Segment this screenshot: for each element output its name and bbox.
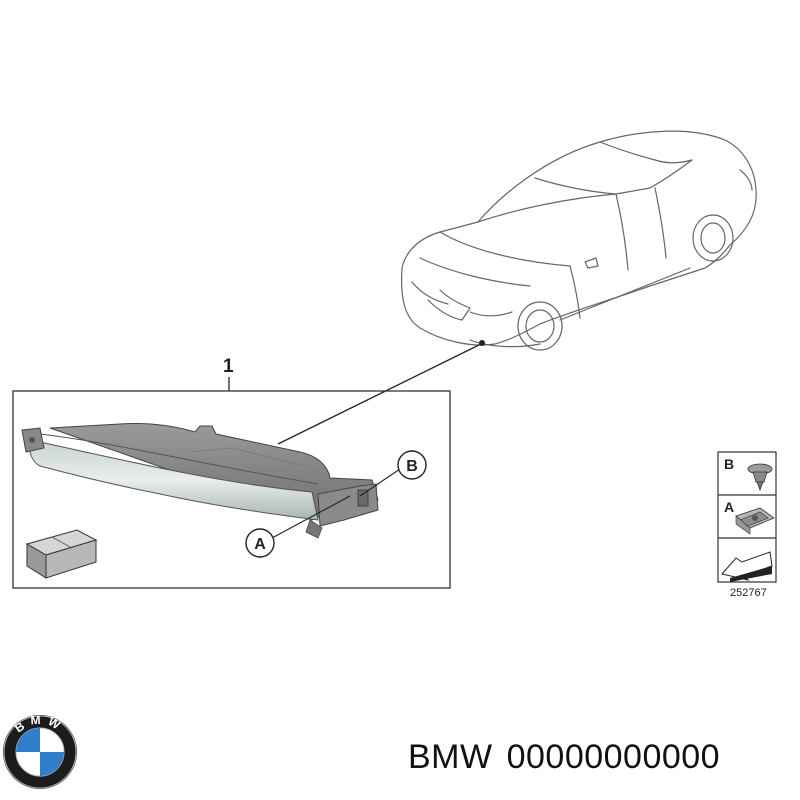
callout-a-circle [245,528,275,558]
push-rivet-icon [747,463,773,492]
callout-b-label: B [406,458,418,475]
diagram-reference-number: 252767 [730,587,767,599]
brand-name: BMW [408,738,493,776]
fog-light-assembly [21,423,379,539]
legend-b-label: B [724,456,734,472]
bulb-package [25,529,98,579]
legend-a-label: A [724,499,734,515]
leader-line-b [359,468,401,497]
bmw-logo: BMW [3,713,77,789]
leader-line-car [277,343,482,445]
callout-b-circle [397,450,427,480]
car-illustration [400,130,757,351]
part-number-caption: BMW 00000000000 [408,738,720,777]
leader-line-a [271,495,351,539]
callout-a-label: A [254,536,266,553]
fastener-legend: B A 252767 [717,451,777,599]
part-number: 00000000000 [506,738,721,776]
pointer-arrow-icon [721,551,773,582]
part-frame [12,390,451,589]
clip-nut-icon [735,507,775,535]
part-callout-number: 1 [223,356,234,377]
